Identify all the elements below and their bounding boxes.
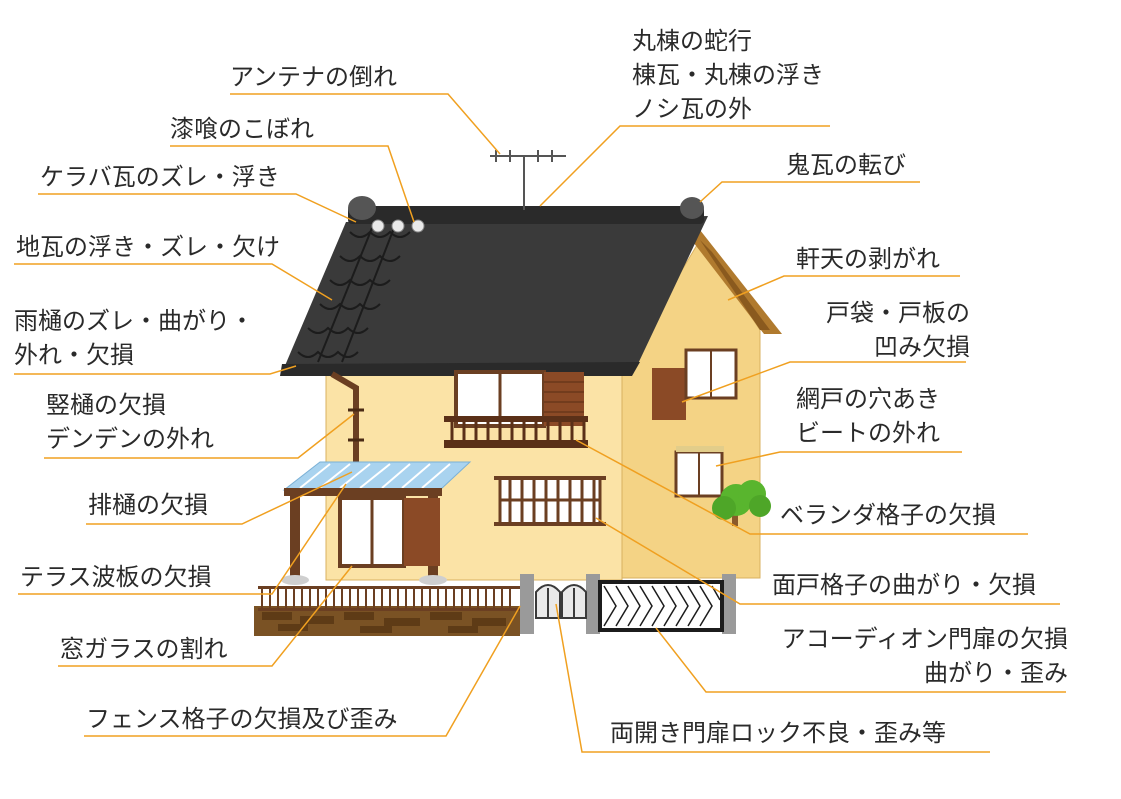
leader-mendo [595,517,1060,605]
label-amadoi: 雨樋のズレ・曲がり・外れ・欠損 [14,307,254,369]
label-veranda: ベランダ格子の欠損 [780,501,996,529]
leader-onigawara [699,181,920,203]
leader-veranda [575,439,1028,535]
label-window-glass: 窓ガラスの割れ [60,635,228,663]
leader-amido [715,451,962,467]
eave-soffit-inner [700,240,770,330]
label-amido: 網戸の穴あきビートの外れ [796,385,940,447]
label-tatedoi: 竪樋の欠損デンデンの外れ [46,391,214,453]
label-nokiten: 軒天の剥がれ [796,245,940,273]
side-window-lower [674,446,724,498]
label-terrace: テラス波板の欠損 [20,563,212,591]
label-fence: フェンス格子の欠損及び歪み [86,705,398,733]
leader-ryobiraki [555,603,990,753]
leader-tobukuro [681,361,966,403]
ground-bricks [262,612,506,633]
shikkui-mortar [371,219,425,233]
leader-tatedoi [44,413,355,459]
leader-window-glass [58,565,353,667]
side-window-upper [652,348,738,420]
double-gate [535,584,587,619]
label-kerabagawara: ケラバ瓦のズレ・浮き [40,163,280,191]
terrace [281,461,472,585]
label-accordion: アコーディオン門扉の欠損曲がり・歪み [781,625,1068,687]
fence [258,586,520,611]
terrace-post-left [290,494,300,578]
leader-shikkui [170,145,415,223]
leader-jigawara [14,263,333,301]
kawara-tiles [297,227,411,363]
antenna [490,150,566,210]
leader-nokiten [727,275,960,301]
leader-terrace [18,483,347,595]
lower-shutter [404,498,440,566]
leader-marumune [539,125,830,207]
leader-antenna [230,93,501,155]
downpipe-brackets [348,408,364,442]
roof [280,196,708,376]
label-antenna: アンテナの倒れ [230,63,398,91]
label-shikkui: 漆喰のこぼれ [170,115,314,143]
label-haidoi: 排樋の欠損 [88,491,208,519]
label-marumune: 丸棟の蛇行棟瓦・丸棟の浮きノシ瓦の外 [632,27,824,123]
leader-amadoi [14,365,297,375]
label-tobukuro: 戸袋・戸板の凹み欠損 [826,299,970,361]
tree [712,480,771,526]
label-jigawara: 地瓦の浮き・ズレ・欠け [16,233,280,261]
label-mendo: 面戸格子の曲がり・欠損 [772,571,1036,599]
roof-ridge [348,206,704,224]
leader-lines [14,93,1066,753]
gate-pillars [520,574,736,634]
balcony [444,416,588,448]
label-onigawara: 鬼瓦の転び [786,151,906,179]
leader-kerabagawara [38,193,357,223]
onigawara-right [680,197,704,219]
label-ryobiraki: 両開き門扉ロック不良・歪み等 [610,719,946,747]
accordion-gate [598,580,724,632]
leader-haidoi [86,471,353,525]
roof-slope [284,216,708,368]
leader-fence [84,605,521,737]
leader-accordion [655,627,1066,693]
onigawara-left [348,196,376,220]
terrace-roof [282,461,472,491]
lattice-window [494,476,606,526]
